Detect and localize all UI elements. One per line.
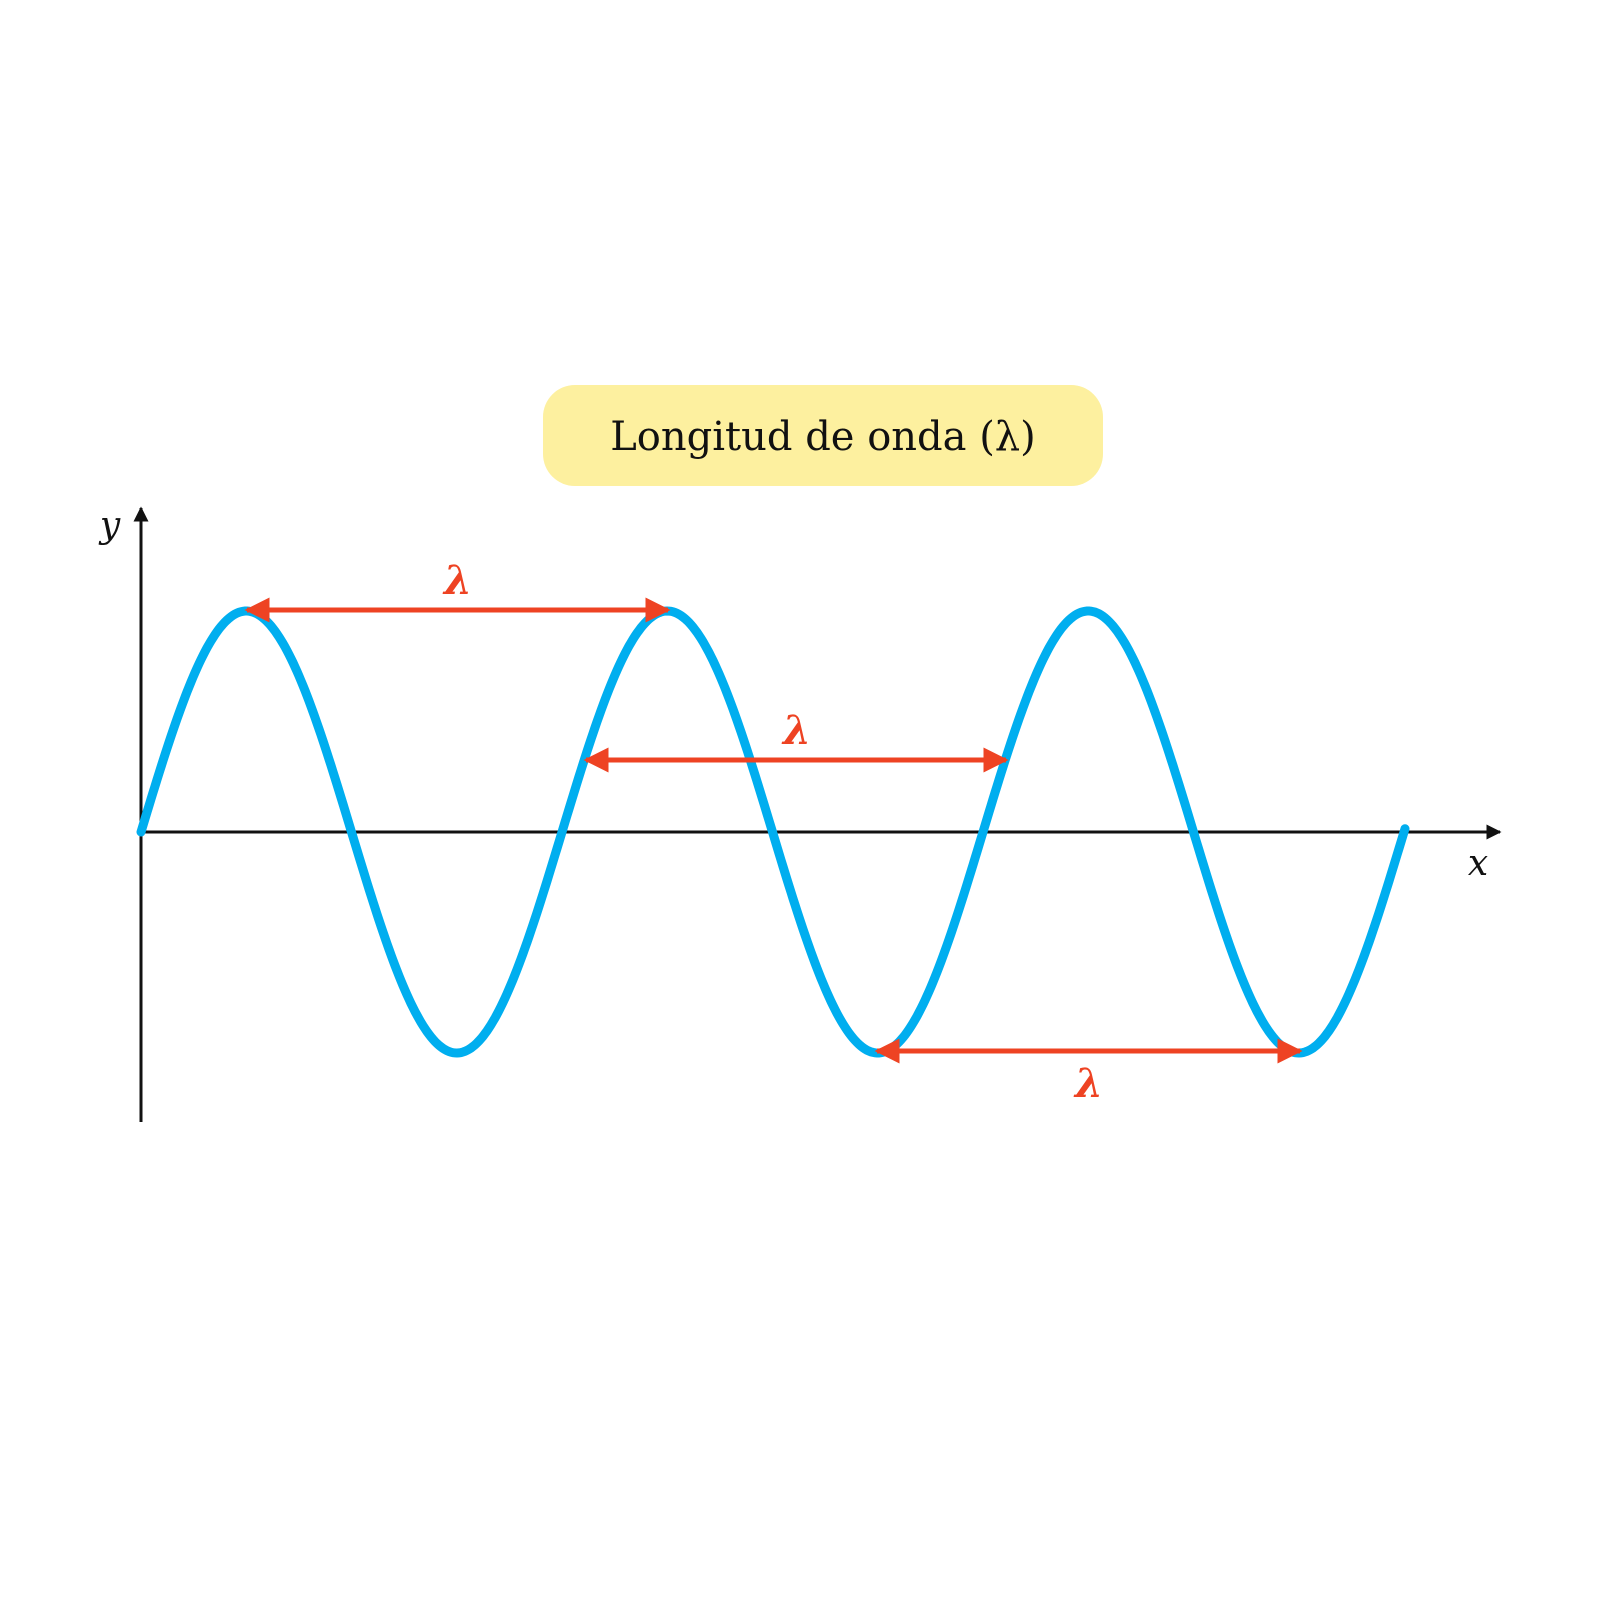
wavelength-marker-crest: λ (244, 557, 671, 623)
wave-curve (136, 606, 1410, 1058)
wavelength-label-middle: λ (781, 707, 811, 754)
title: Longitud de onda (λ) (610, 414, 1036, 460)
x-axis-label: x (1468, 843, 1488, 884)
wavelength-label-crest: λ (442, 557, 472, 604)
wavelength-marker-trough: λ (874, 1038, 1303, 1107)
title-box: Longitud de onda (λ) (543, 385, 1103, 486)
wavelength-label-trough: λ (1073, 1060, 1103, 1107)
y-axis-label: y (98, 505, 121, 546)
title-background (543, 385, 1103, 486)
wavelength-marker-middle: λ (583, 707, 1009, 773)
